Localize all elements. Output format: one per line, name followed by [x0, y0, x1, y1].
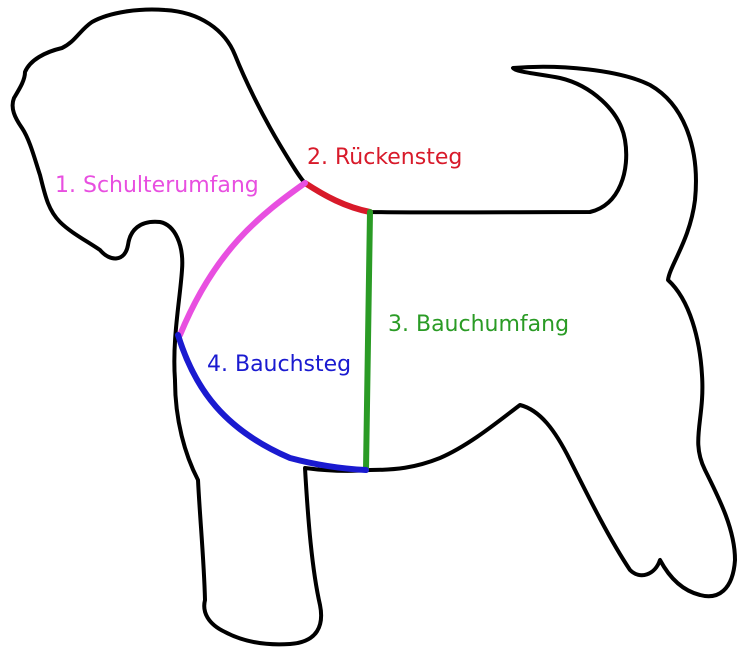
label-bauchumfang: 3. Bauchumfang	[388, 312, 570, 337]
bauchumfang-line	[363, 209, 373, 473]
label-bauchsteg: 4. Bauchsteg	[207, 352, 352, 377]
bauchsteg-line	[175, 332, 369, 473]
rueckensteg-line	[302, 180, 373, 215]
dog-outline	[10, 7, 737, 647]
label-schulterumfang: 1. Schulterumfang	[55, 173, 259, 198]
label-rueckensteg: 2. Rückensteg	[307, 145, 463, 170]
schulterumfang-line	[177, 180, 308, 338]
